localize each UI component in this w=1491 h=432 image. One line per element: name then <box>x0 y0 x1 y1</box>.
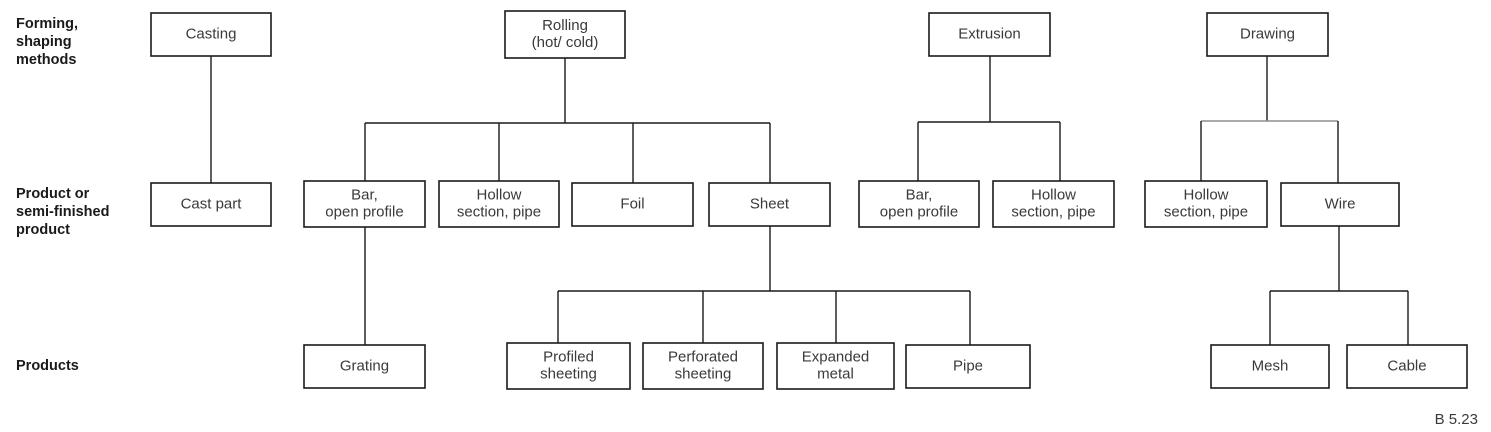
node-box-perforated-sheeting <box>642 342 764 390</box>
node-label-rolling-hollow: section, pipe <box>457 203 541 220</box>
node-label-expanded-metal: Expanded <box>802 348 870 365</box>
node-label-extrusion-hollow: section, pipe <box>1011 203 1095 220</box>
row-label-text-products: Products <box>16 358 79 374</box>
node-casting: Casting <box>150 12 272 57</box>
row-label-products: Products <box>16 358 79 374</box>
node-drawing: Drawing <box>1206 12 1329 57</box>
node-rolling-foil: Foil <box>571 182 694 227</box>
row-label-text-forming: shaping <box>16 34 72 50</box>
row-label-text-product: product <box>16 222 70 238</box>
node-box-rolling-hollow <box>438 180 560 228</box>
node-box-extrusion <box>928 12 1051 57</box>
node-label-expanded-metal: metal <box>817 365 854 382</box>
node-extrusion: Extrusion <box>928 12 1051 57</box>
node-label-extrusion-bar: Bar, <box>906 186 933 203</box>
node-box-rolling-bar <box>303 180 426 228</box>
node-box-drawing <box>1206 12 1329 57</box>
node-grating: Grating <box>303 344 426 389</box>
node-label-extrusion: Extrusion <box>958 25 1021 42</box>
node-label-rolling-sheet: Sheet <box>750 195 790 212</box>
connector-lines <box>210 56 1409 345</box>
node-label-extrusion-bar: open profile <box>880 203 958 220</box>
node-box-cable <box>1346 344 1468 389</box>
node-box-rolling <box>504 10 626 59</box>
node-box-extrusion-bar <box>858 180 980 228</box>
row-label-text-product: Product or <box>16 186 90 202</box>
node-box-profiled-sheeting <box>506 342 631 390</box>
node-box-expanded-metal <box>776 342 895 390</box>
node-label-drawing: Drawing <box>1240 25 1295 42</box>
node-box-rolling-sheet <box>708 182 831 227</box>
node-label-perforated-sheeting: sheeting <box>675 365 732 382</box>
node-label-rolling-foil: Foil <box>620 195 644 212</box>
node-label-drawing-hollow: Hollow <box>1183 186 1228 203</box>
node-cast-part: Cast part <box>150 182 272 227</box>
row-label-text-forming: Forming, <box>16 16 78 32</box>
node-label-rolling-hollow: Hollow <box>476 186 521 203</box>
node-label-mesh: Mesh <box>1252 357 1289 374</box>
node-label-extrusion-hollow: Hollow <box>1031 186 1076 203</box>
node-label-drawing-hollow: section, pipe <box>1164 203 1248 220</box>
node-box-rolling-foil <box>571 182 694 227</box>
row-label-text-product: semi-finished <box>16 204 109 220</box>
node-box-mesh <box>1210 344 1330 389</box>
node-cable: Cable <box>1346 344 1468 389</box>
node-label-cable: Cable <box>1387 357 1426 374</box>
node-box-drawing-wire <box>1280 182 1400 227</box>
figure-caption: B 5.23 <box>1435 411 1478 428</box>
node-box-drawing-hollow <box>1144 180 1268 228</box>
node-label-perforated-sheeting: Perforated <box>668 348 738 365</box>
node-label-grating: Grating <box>340 357 389 374</box>
node-box-grating <box>303 344 426 389</box>
node-rolling: Rolling(hot/ cold) <box>504 10 626 59</box>
node-rolling-bar: Bar,open profile <box>303 180 426 228</box>
row-label-product: Product or semi-finished product <box>16 186 109 238</box>
node-label-cast-part: Cast part <box>181 195 243 212</box>
row-label-text-forming: methods <box>16 52 76 68</box>
node-box-extrusion-hollow <box>992 180 1115 228</box>
node-label-pipe: Pipe <box>953 357 983 374</box>
node-label-rolling-bar: open profile <box>325 203 403 220</box>
node-label-profiled-sheeting: sheeting <box>540 365 597 382</box>
row-label-forming: Forming, shaping methods <box>16 16 78 68</box>
node-mesh: Mesh <box>1210 344 1330 389</box>
node-label-profiled-sheeting: Profiled <box>543 348 594 365</box>
node-label-drawing-wire: Wire <box>1325 195 1356 212</box>
node-boxes: Casting Rolling(hot/ cold) Extrusion Drawin… <box>150 10 1468 390</box>
node-box-pipe <box>905 344 1031 389</box>
node-pipe: Pipe <box>905 344 1031 389</box>
node-rolling-sheet: Sheet <box>708 182 831 227</box>
node-box-cast-part <box>150 182 272 227</box>
node-box-casting <box>150 12 272 57</box>
node-label-casting: Casting <box>186 25 237 42</box>
node-label-rolling-bar: Bar, <box>351 186 378 203</box>
node-label-rolling: Rolling <box>542 17 588 34</box>
node-extrusion-bar: Bar,open profile <box>858 180 980 228</box>
node-drawing-wire: Wire <box>1280 182 1400 227</box>
node-label-rolling: (hot/ cold) <box>532 34 599 51</box>
